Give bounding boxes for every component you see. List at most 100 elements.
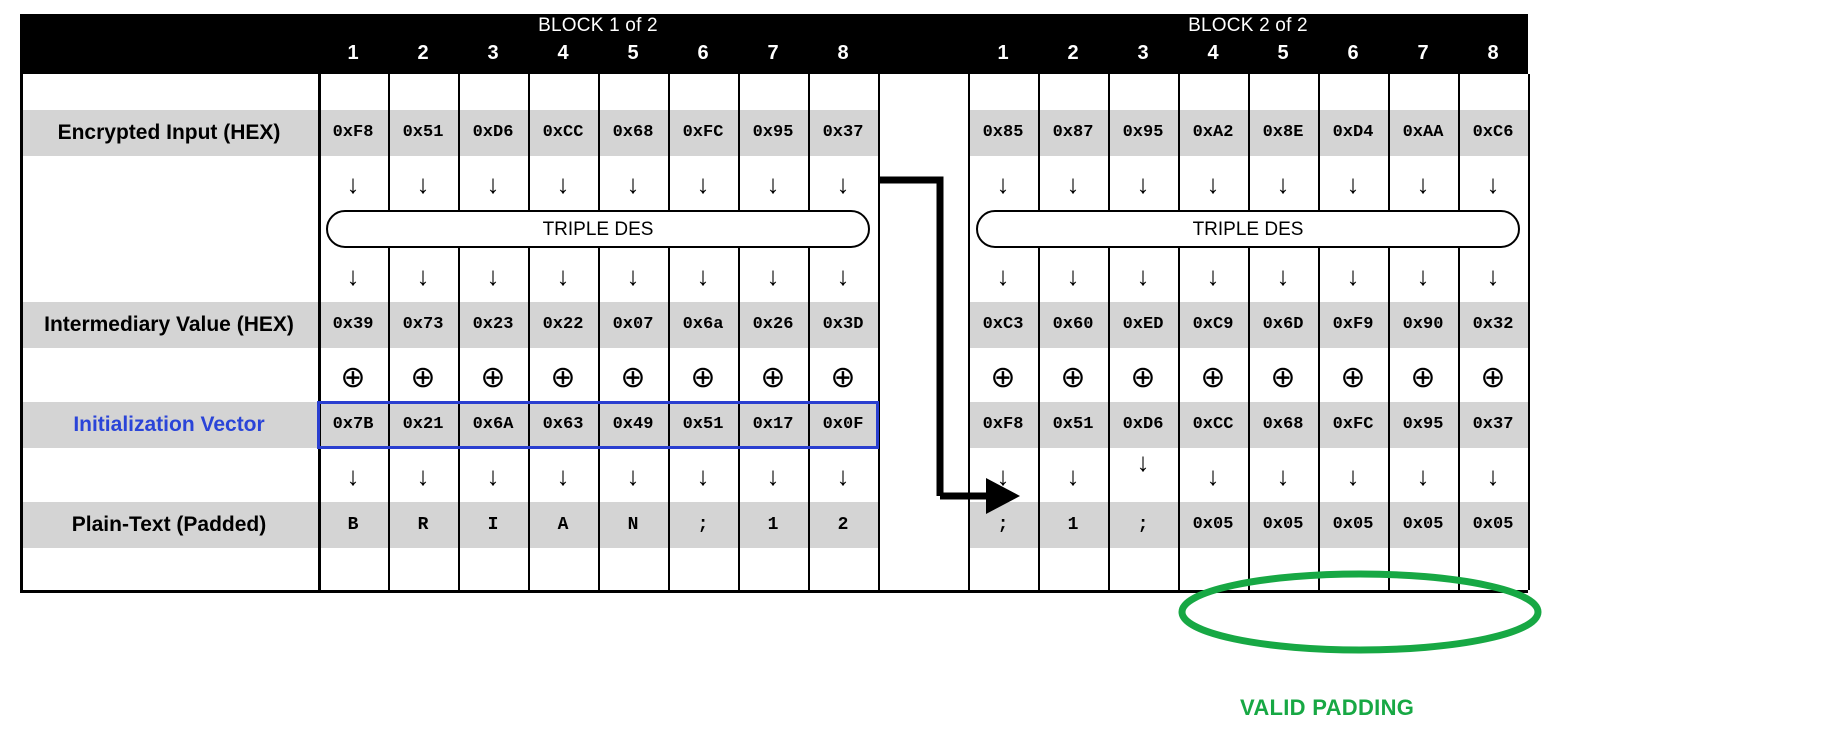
xor-operator-icon-block1-3: ⊕: [480, 361, 506, 394]
cell-plain-text-block1-5: N: [627, 515, 639, 535]
arrow-row-1-block1-down-arrow-icon-6: ↓: [696, 169, 710, 199]
cell-initialization-vector-block2-7: 0x95: [1402, 415, 1444, 434]
cell-plain-text-block2-3: ;: [1137, 515, 1149, 535]
cell-plain-text-block1-4: A: [557, 515, 569, 535]
arrow-row-1-block1-down-arrow-icon-3: ↓: [486, 169, 500, 199]
column-header-block1-1: 1: [347, 42, 359, 64]
arrow-row-3-block1-down-arrow-icon-4: ↓: [556, 461, 570, 491]
column-header-block1-3: 3: [487, 42, 499, 64]
arrow-row-2-block2-down-arrow-icon-5: ↓: [1276, 261, 1290, 291]
valid-padding-annotation: VALID PADDING: [1240, 695, 1415, 720]
cell-encrypted-input-block1-4: 0xCC: [542, 123, 584, 142]
column-header-block2-7: 7: [1417, 42, 1429, 64]
cell-initialization-vector-block1-5: 0x49: [612, 415, 654, 434]
row-band-initialization-vector: [20, 402, 878, 448]
column-header-block2-1: 1: [997, 42, 1009, 64]
cell-intermediary-value-block1-7: 0x26: [752, 315, 794, 334]
column-header-block2-3: 3: [1137, 42, 1149, 64]
grid-line: [808, 74, 810, 590]
xor-operator-icon-block2-1: ⊕: [990, 361, 1016, 394]
grid-line: [1458, 74, 1460, 590]
grid-line: [1318, 74, 1320, 590]
grid-line: [1108, 74, 1110, 590]
arrow-row-3-block1-down-arrow-icon-6: ↓: [696, 461, 710, 491]
arrow-row-2-block2-down-arrow-icon-6: ↓: [1346, 261, 1360, 291]
cell-initialization-vector-block2-8: 0x37: [1472, 415, 1514, 434]
grid-line: [1178, 74, 1180, 590]
xor-operator-icon-block1-5: ⊕: [620, 361, 646, 394]
arrow-row-2-block1-down-arrow-icon-8: ↓: [836, 261, 850, 291]
column-header-block2-4: 4: [1207, 42, 1219, 64]
arrow-row-3-block1-down-arrow-icon-7: ↓: [766, 461, 780, 491]
cell-encrypted-input-block1-8: 0x37: [822, 123, 864, 142]
grid-line: [878, 74, 880, 590]
cell-intermediary-value-block2-6: 0xF9: [1332, 315, 1374, 334]
grid-line: [738, 74, 740, 590]
cell-intermediary-value-block2-5: 0x6D: [1262, 315, 1304, 334]
cell-encrypted-input-block2-1: 0x85: [982, 123, 1024, 142]
arrow-row-2-block1-down-arrow-icon-3: ↓: [486, 261, 500, 291]
arrow-row-3-block2-down-arrow-icon-3: ↓: [1136, 447, 1150, 477]
arrow-row-2-block1-down-arrow-icon-4: ↓: [556, 261, 570, 291]
grid-line: [968, 74, 970, 590]
cell-plain-text-block1-2: R: [417, 515, 429, 535]
grid-line: [20, 74, 23, 590]
arrow-row-2-block2-down-arrow-icon-7: ↓: [1416, 261, 1430, 291]
cell-initialization-vector-block1-2: 0x21: [402, 415, 444, 434]
cell-encrypted-input-block2-4: 0xA2: [1192, 123, 1234, 142]
cell-plain-text-block2-4: 0x05: [1192, 515, 1234, 534]
row-label-encrypted-input: Encrypted Input (HEX): [57, 121, 281, 144]
arrow-row-3-block1-down-arrow-icon-8: ↓: [836, 461, 850, 491]
cell-plain-text-block2-1: ;: [997, 515, 1009, 535]
cell-plain-text-block2-6: 0x05: [1332, 515, 1374, 534]
arrow-row-1-block1-down-arrow-icon-4: ↓: [556, 169, 570, 199]
arrow-row-1-block1-down-arrow-icon-2: ↓: [416, 169, 430, 199]
cell-intermediary-value-block1-2: 0x73: [402, 315, 444, 334]
cell-plain-text-block1-3: I: [487, 515, 499, 535]
grid-line: [1528, 74, 1530, 590]
cell-encrypted-input-block2-8: 0xC6: [1472, 123, 1514, 142]
cell-encrypted-input-block2-7: 0xAA: [1402, 123, 1444, 142]
cell-encrypted-input-block2-5: 0x8E: [1262, 123, 1304, 142]
xor-operator-icon-block1-7: ⊕: [760, 361, 786, 394]
cell-intermediary-value-block2-4: 0xC9: [1192, 315, 1234, 334]
cell-plain-text-block1-7: 1: [767, 515, 779, 535]
cell-encrypted-input-block2-6: 0xD4: [1332, 123, 1374, 142]
table-body: Encrypted Input (HEX) Intermediary Value…: [20, 74, 1530, 593]
cell-intermediary-value-block1-8: 0x3D: [822, 315, 864, 334]
arrow-row-2-block1-down-arrow-icon-5: ↓: [626, 261, 640, 291]
column-header-block2-8: 8: [1487, 42, 1499, 64]
arrow-row-3-block1-down-arrow-icon-2: ↓: [416, 461, 430, 491]
arrow-row-1-block1-down-arrow-icon-7: ↓: [766, 169, 780, 199]
arrow-row-2-block1-down-arrow-icon-7: ↓: [766, 261, 780, 291]
block2-title: BLOCK 2 of 2: [1188, 15, 1308, 36]
triple-des-box-block1: TRIPLE DES: [326, 210, 870, 248]
grid-line: [1038, 74, 1040, 590]
xor-operator-icon-block2-6: ⊕: [1340, 361, 1366, 394]
xor-operator-icon-block2-3: ⊕: [1130, 361, 1156, 394]
cell-intermediary-value-block1-4: 0x22: [542, 315, 584, 334]
xor-operator-icon-block1-4: ⊕: [550, 361, 576, 394]
arrow-row-1-block2-down-arrow-icon-3: ↓: [1136, 169, 1150, 199]
arrow-row-2-block2-down-arrow-icon-8: ↓: [1486, 261, 1500, 291]
column-header-block1-8: 8: [837, 42, 849, 64]
xor-operator-icon-block2-7: ⊕: [1410, 361, 1436, 394]
cell-plain-text-block1-6: ;: [697, 515, 709, 535]
arrow-row-1-block2-down-arrow-icon-8: ↓: [1486, 169, 1500, 199]
row-label-intermediary-value: Intermediary Value (HEX): [44, 313, 294, 336]
arrow-row-3-block2-down-arrow-icon-7: ↓: [1416, 461, 1430, 491]
arrow-row-1-block2-down-arrow-icon-1: ↓: [996, 169, 1010, 199]
cell-intermediary-value-block2-1: 0xC3: [982, 315, 1024, 334]
cell-initialization-vector-block1-7: 0x17: [752, 415, 794, 434]
grid-line: [458, 74, 460, 590]
cell-initialization-vector-block2-1: 0xF8: [982, 415, 1024, 434]
cell-intermediary-value-block2-8: 0x32: [1472, 315, 1514, 334]
cell-plain-text-block1-1: B: [347, 515, 359, 535]
grid-line: [1388, 74, 1390, 590]
grid-line: [598, 74, 600, 590]
arrow-row-3-block1-down-arrow-icon-3: ↓: [486, 461, 500, 491]
grid-line: [1248, 74, 1250, 590]
arrow-row-1-block1-down-arrow-icon-8: ↓: [836, 169, 850, 199]
